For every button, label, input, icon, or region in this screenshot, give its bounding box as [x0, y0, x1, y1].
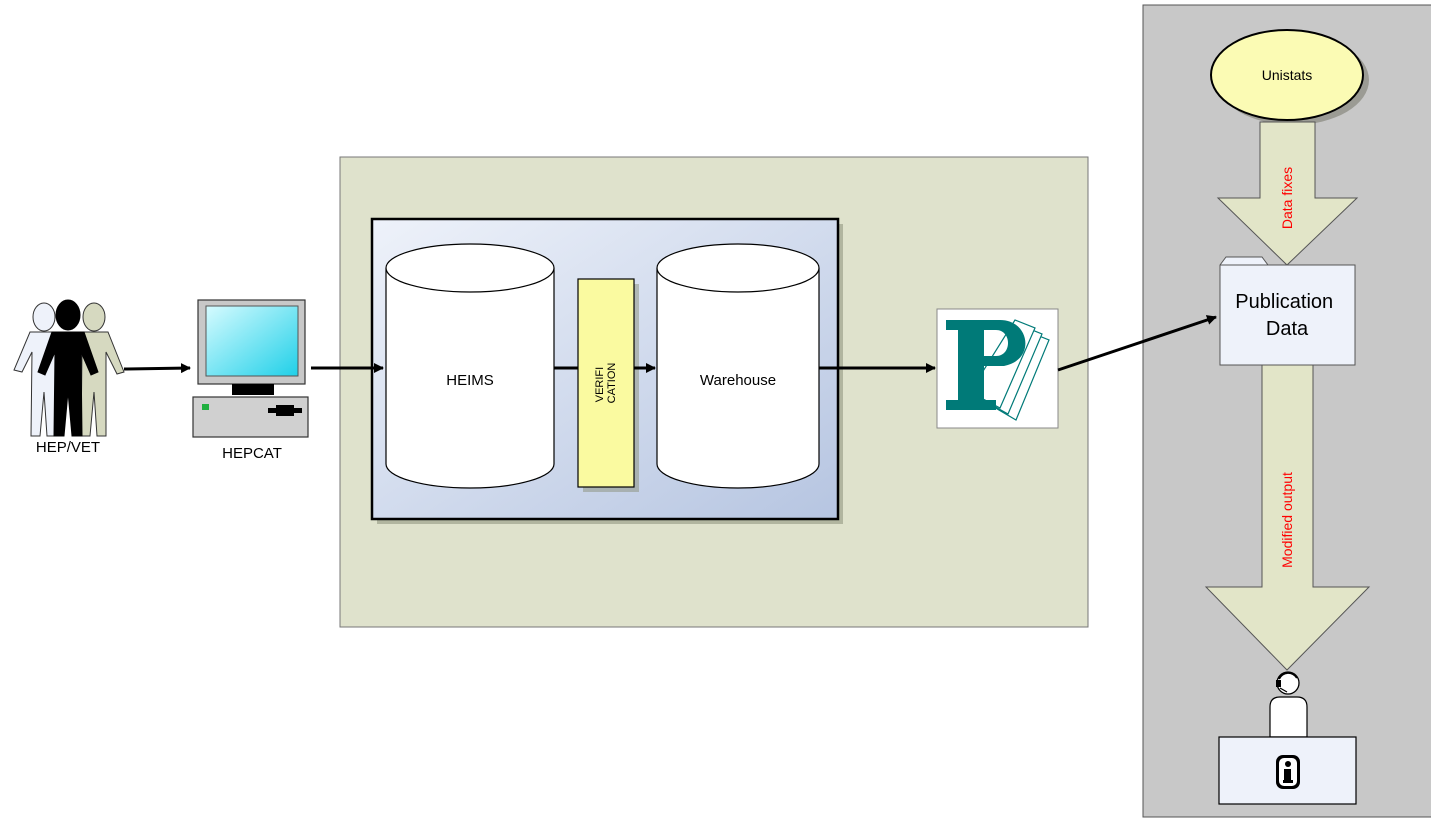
verification-label: VERIFI CATION	[594, 363, 618, 404]
unistats-label: Unistats	[1262, 67, 1313, 83]
warehouse-label: Warehouse	[700, 372, 776, 389]
people-label: HEP/VET	[36, 439, 100, 456]
computer-label: HEPCAT	[222, 445, 282, 462]
publication-label-line1: Publication	[1235, 291, 1333, 313]
computer-icon: HEPCAT	[192, 299, 309, 462]
publisher-p-icon	[936, 308, 1059, 429]
heims-label: HEIMS	[446, 372, 494, 389]
publication-label-line2: Data	[1266, 318, 1309, 340]
publication-data-label: Publication Data	[1235, 291, 1338, 340]
arrow-people-to-hepcat	[123, 363, 191, 374]
arrow-publisher-to-publication	[1057, 315, 1217, 372]
headset-operator-icon	[1269, 671, 1308, 738]
publication-data-folder: Publication Data	[1219, 256, 1356, 366]
info-screen	[1218, 736, 1357, 805]
modified-output-label: Modified output	[1279, 472, 1295, 568]
unistats-node: Unistats	[1210, 29, 1369, 125]
verification-step: VERIFI CATION	[577, 278, 639, 492]
data-fixes-arrow: Data fixes	[1216, 121, 1359, 266]
modified-output-arrow: Modified output	[1204, 364, 1371, 671]
verification-label-line1: VERIFI	[594, 367, 606, 402]
heims-database: HEIMS	[385, 243, 555, 489]
verification-label-line2: CATION	[606, 363, 618, 404]
warehouse-database: Warehouse	[656, 243, 820, 489]
data-fixes-label: Data fixes	[1279, 167, 1295, 229]
info-icon	[1276, 755, 1300, 789]
people-group-icon: HEP/VET	[13, 299, 125, 456]
